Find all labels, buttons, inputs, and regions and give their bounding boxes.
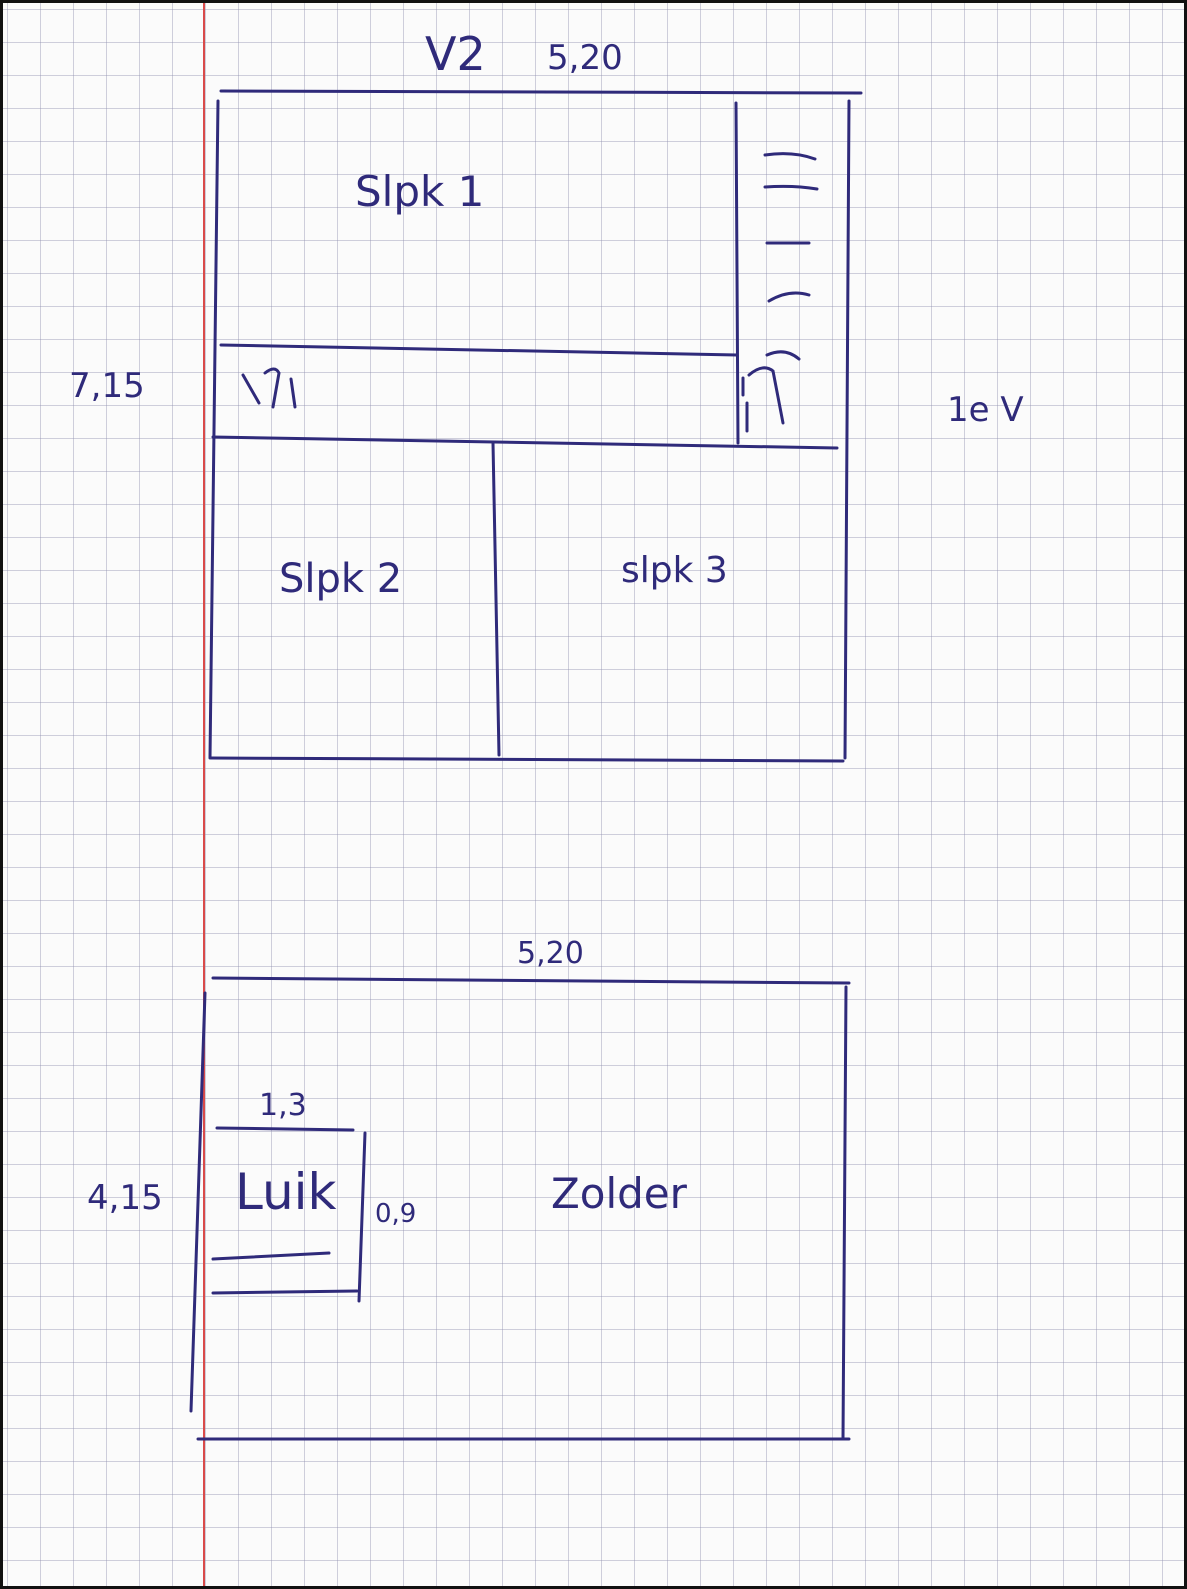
- floor-plan-drawing: [189, 89, 863, 1441]
- stair-tread-4: [767, 291, 811, 303]
- attic-right-wall: [841, 985, 848, 1441]
- attic-room-label: Zolder: [551, 1169, 687, 1218]
- floor2-top-wall: [219, 89, 863, 95]
- floor2-right-wall: [843, 99, 851, 760]
- stair-arrow: [741, 366, 785, 425]
- stair-tread-1: [763, 152, 817, 161]
- floor2-room-divider: [491, 441, 501, 757]
- hatch-right-line: [357, 1131, 367, 1303]
- room-2-label: Slpk 2: [279, 556, 403, 602]
- attic-top-wall: [211, 976, 851, 985]
- hatch-depth-label: 0,9: [375, 1199, 417, 1229]
- attic-width-label: 5,20: [517, 936, 584, 971]
- attic-left-wall: [189, 991, 207, 1413]
- floor2-landing-bottom-wall: [211, 435, 839, 450]
- landing-mark-2: [263, 367, 281, 409]
- floor2-side-note: 1e V: [947, 390, 1024, 430]
- hatch-bottom-line: [211, 1289, 359, 1295]
- room-3-label: slpk 3: [621, 550, 728, 591]
- hatch-top-line: [215, 1126, 355, 1132]
- attic-height-label: 4,15: [87, 1178, 163, 1218]
- floor2-width-label: 5,20: [547, 38, 623, 78]
- floor2-stair-wall: [734, 101, 740, 445]
- floor2-title: V2: [425, 27, 486, 81]
- landing-mark-1: [241, 373, 261, 405]
- hatch-label: Luik: [235, 1163, 337, 1221]
- floor2-left-wall: [208, 99, 220, 760]
- floor2-landing-top-wall: [219, 343, 739, 357]
- hatch-width-label: 1,3: [259, 1088, 307, 1123]
- hatch-mid-line: [211, 1251, 331, 1261]
- stair-tread-2: [763, 184, 819, 191]
- room-1-label: Slpk 1: [355, 167, 485, 216]
- landing-mark-3: [289, 377, 297, 409]
- floor2-bottom-wall: [209, 756, 845, 763]
- floor2-height-label: 7,15: [69, 366, 145, 406]
- margin-line: [203, 3, 205, 1586]
- stair-tread-5: [765, 350, 801, 361]
